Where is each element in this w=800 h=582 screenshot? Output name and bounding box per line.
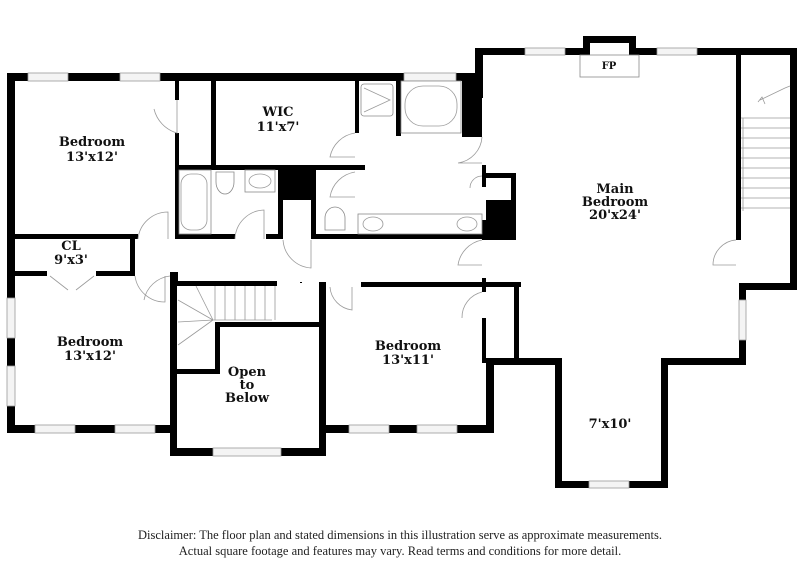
east-stairs <box>741 85 791 211</box>
room-closet-dims: 9'x3' <box>54 253 88 268</box>
room-bedroom-nw-name: Bedroom <box>59 135 126 150</box>
open-to-below-line3: Below <box>225 391 270 406</box>
open-to-below-line2: to <box>240 378 255 393</box>
fireplace-label: FP <box>602 61 617 72</box>
open-to-below-line1: Open <box>228 365 267 380</box>
disclaimer-line-1: Disclaimer: The floor plan and stated di… <box>138 528 662 542</box>
fixtures <box>177 54 791 346</box>
room-main-bedroom-line2: Bedroom <box>582 195 649 210</box>
room-bedroom-s-name: Bedroom <box>375 339 442 354</box>
room-main-bedroom-dims: 20'x24' <box>589 208 641 223</box>
interior-walls <box>15 55 741 374</box>
room-bedroom-nw-dims: 13'x12' <box>66 150 118 165</box>
room-main-bedroom-line1: Main <box>596 182 634 197</box>
room-wic-dims: 11'x7' <box>257 120 300 135</box>
disclaimer: Disclaimer: The floor plan and stated di… <box>0 527 800 559</box>
room-bedroom-sw-dims: 13'x12' <box>64 349 116 364</box>
room-closet-name: CL <box>61 239 81 254</box>
room-bedroom-sw-name: Bedroom <box>57 335 124 350</box>
windows <box>6 47 747 489</box>
room-alcove-dims: 7'x10' <box>589 417 632 432</box>
disclaimer-line-2: Actual square footage and features may v… <box>178 544 622 558</box>
room-wic-name: WIC <box>261 105 293 120</box>
central-stairs <box>177 285 276 346</box>
room-labels: Bedroom 13'x12' WIC 11'x7' Main Bedroom … <box>54 61 648 432</box>
room-bedroom-s-dims: 13'x11' <box>382 353 434 368</box>
doors <box>49 100 737 319</box>
